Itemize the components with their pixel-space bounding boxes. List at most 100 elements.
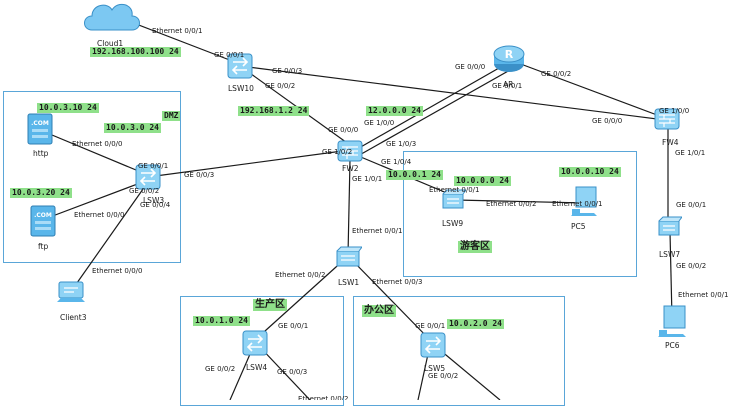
port-lsw10-ge3: GE 0/0/3	[272, 67, 303, 75]
lsw1-label: LSW1	[338, 278, 360, 287]
production-network: 10.0.1.0 24	[193, 316, 250, 326]
port-lsw3-ge2: GE 0/0/2	[129, 187, 160, 195]
guest-zone-name: 游客区	[458, 241, 492, 253]
pc6-computer-icon[interactable]	[657, 304, 687, 338]
port-pc5-eth: Ethernet 0/0/1	[552, 200, 603, 208]
link-lsw7-pc6	[669, 231, 673, 319]
client3-icon[interactable]	[56, 280, 86, 306]
port-lsw10-ge2: GE 0/0/2	[265, 82, 296, 90]
lsw9-label: LSW9	[442, 219, 464, 228]
port-lsw1-eth3: Ethernet 0/0/3	[372, 278, 423, 286]
port-http-eth: Ethernet 0/0/0	[72, 140, 123, 148]
ar-label: AR	[503, 80, 514, 89]
port-lsw10-ge1: GE 0/0/1	[214, 51, 245, 59]
port-fw2-ge103: GE 1/0/3	[386, 140, 417, 148]
link-fw2-lsw1	[347, 159, 351, 256]
port-fw2-ge104: GE 1/0/4	[381, 158, 412, 166]
dmz-network: 10.0.3.0 24	[104, 123, 161, 133]
port-lsw3-ge4: GE 0/0/4	[140, 201, 171, 209]
port-ar-ge0: GE 0/0/0	[455, 63, 486, 71]
link-lsw1-lsw5	[349, 257, 433, 343]
fw2-label: FW2	[342, 164, 359, 173]
cloud-ip: 192.168.100.100 24	[90, 47, 181, 57]
http-ip: 10.0.3.10 24	[37, 103, 99, 113]
lsw10-label: LSW10	[228, 84, 254, 93]
port-lsw9-eth1: Ethernet 0/0/1	[429, 186, 480, 194]
link-ar-fw4	[509, 59, 666, 119]
link-lsw9-pc5	[455, 199, 586, 204]
pc6-label: PC6	[665, 341, 680, 350]
link-lsw3-client3	[71, 181, 149, 291]
lsw3-switch-icon[interactable]	[134, 163, 162, 191]
pc5-ip: 10.0.0.10 24	[559, 167, 621, 177]
port-fw4-ge1: GE 1/0/0	[659, 107, 690, 115]
port-fw2-ge101: GE 1/0/1	[352, 175, 383, 183]
port-fw2-ge102: GE 1/0/2	[322, 148, 353, 156]
lsw7-switch-icon[interactable]	[656, 215, 682, 239]
ftp-server-icon[interactable]: .COM	[30, 205, 56, 237]
ftp-ip: 10.0.3.20 24	[10, 188, 72, 198]
port-lsw4-ge3: GE 0/0/3	[277, 368, 308, 376]
link-lsw1-lsw4	[254, 257, 347, 341]
link-lsw10-fw4	[239, 65, 666, 121]
link-fw2-ar-b	[355, 69, 511, 158]
port-lsw5-ge2: GE 0/0/2	[428, 372, 459, 380]
lsw10-switch-icon[interactable]	[226, 52, 254, 80]
cloud-icon[interactable]	[82, 0, 142, 32]
port-client3-eth: Ethernet 0/0/0	[92, 267, 143, 275]
port-ar-ge2: GE 0/0/2	[541, 70, 572, 78]
port-fw4-ge101: GE 1/0/1	[675, 149, 706, 157]
guest-zone	[403, 151, 637, 277]
lsw3-label: LSW3	[143, 196, 165, 205]
cloud1-label: Cloud1	[97, 39, 124, 48]
svg-text:.COM: .COM	[31, 120, 49, 127]
link-lsw3-http	[39, 129, 149, 176]
port-fw4-ge0: GE 0/0/0	[592, 117, 623, 125]
lsw7-label: LSW7	[659, 250, 681, 259]
fw2-firewall-icon[interactable]	[336, 138, 364, 164]
port-lsw1-eth1: Ethernet 0/0/1	[352, 227, 403, 235]
lsw5-label: LSW5	[424, 364, 446, 373]
office-network: 10.0.2.0 24	[447, 319, 504, 329]
ar-router-icon[interactable]: R	[492, 44, 526, 74]
svg-text:R: R	[505, 48, 514, 61]
port-lsw3-ge3: GE 0/0/3	[184, 171, 215, 179]
port-lsw3-ge1: GE 0/0/1	[138, 162, 169, 170]
port-pc6-eth: Ethernet 0/0/1	[678, 291, 729, 299]
office-zone-name: 办公区	[362, 305, 396, 317]
port-lsw5-ge1: GE 0/0/1	[415, 322, 446, 330]
link-fw2-ar-a	[351, 63, 507, 153]
http-server-icon[interactable]: .COM	[27, 113, 53, 145]
link-lsw3-ftp	[41, 179, 149, 221]
port-lsw7-ge1: GE 0/0/1	[676, 201, 707, 209]
port-fw2-ge000: GE 0/0/0	[328, 126, 359, 134]
fw2-uplink-ip: 192.168.1.2 24	[238, 106, 310, 116]
lsw5-switch-icon[interactable]	[419, 331, 447, 359]
client3-label: Client3	[60, 313, 87, 322]
guest-gateway-ip: 10.0.0.1 24	[386, 170, 443, 180]
link-fw2-lsw3	[147, 149, 351, 178]
port-lsw7-ge2: GE 0/0/2	[676, 262, 707, 270]
production-zone-name: 生产区	[253, 299, 287, 311]
link-lsw10-fw2	[239, 65, 351, 146]
pc5-label: PC5	[571, 222, 586, 231]
fw4-firewall-icon[interactable]	[653, 106, 681, 132]
lsw4-label: LSW4	[246, 363, 268, 372]
lsw4-switch-icon[interactable]	[241, 329, 269, 357]
guest-network: 10.0.0.0 24	[454, 176, 511, 186]
port-lsw1-eth2: Ethernet 0/0/2	[275, 271, 326, 279]
fw4-label: FW4	[662, 138, 679, 147]
port-fw2-ge100: GE 1/0/0	[364, 119, 395, 127]
svg-text:.COM: .COM	[34, 212, 52, 219]
http-label: http	[33, 149, 49, 158]
port-ar-ge1: GE 0/0/1	[492, 82, 523, 90]
lsw1-switch-icon[interactable]	[334, 244, 362, 270]
port-lsw4-ge2: GE 0/0/2	[205, 365, 236, 373]
lsw9-switch-icon[interactable]	[440, 188, 466, 212]
ftp-label: ftp	[38, 242, 49, 251]
port-cloud-eth: Ethernet 0/0/1	[152, 27, 203, 35]
pc5-computer-icon[interactable]	[570, 185, 598, 217]
port-cut-label: Ethernet 0/0/2	[298, 395, 349, 400]
